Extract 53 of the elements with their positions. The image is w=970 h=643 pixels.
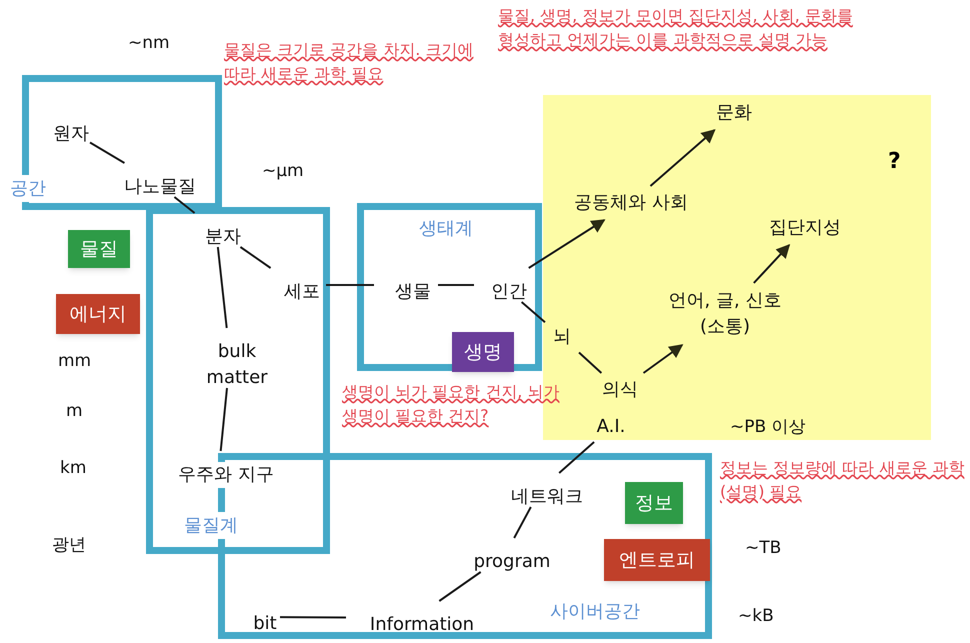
annotation-note: 생명이 뇌가 필요한 건지, 뇌가 생명이 필요한 건지?	[342, 381, 560, 427]
node-label: A.I.	[590, 414, 632, 440]
annotation-note: 정보는 정보량에 따라 새로운 과학(설명) 필요	[720, 457, 966, 503]
connector-line	[578, 352, 602, 374]
node-label: 원자	[47, 119, 95, 149]
connector-line	[220, 388, 228, 452]
connector-line	[89, 142, 125, 164]
label-badge: 에너지	[56, 294, 140, 334]
node-label: program	[460, 547, 564, 577]
connector-line	[513, 506, 532, 538]
label-badge: 생명	[452, 332, 514, 372]
frame-heading: 공간	[8, 175, 48, 202]
scale-label: ~kB	[738, 605, 775, 628]
annotation-note: 물질, 생명, 정보가 모이면 집단지성, 사회, 문화를 형성하고 언제가는 이를 과학적으로 설명 가능	[498, 5, 854, 51]
node-label: 뇌	[547, 322, 577, 352]
node-label: 네트워크	[497, 482, 597, 512]
scale-label: km	[60, 457, 88, 480]
node-label: Information	[355, 610, 489, 640]
scale-label: ~PB 이상	[730, 416, 807, 439]
label-badge: 물질	[68, 230, 130, 268]
label-badge: 정보	[625, 482, 683, 524]
label-badge: 엔트로피	[604, 539, 710, 581]
scale-label: ~µm	[262, 160, 305, 183]
node-label: bulk matter	[195, 337, 279, 393]
connector-line	[438, 284, 474, 286]
scale-label: m	[66, 400, 84, 423]
annotation-note: 물질은 크기로 공간을 차지. 크기에 따라 새로운 과학 필요	[224, 39, 474, 85]
connector-line	[174, 196, 196, 214]
frame-box	[146, 207, 330, 554]
question-mark: ?	[888, 148, 902, 176]
connector-line	[280, 616, 346, 619]
node-label: 분자	[197, 222, 249, 252]
arrow	[642, 344, 684, 374]
node-label: 언어, 글, 신호 (소통)	[655, 285, 795, 343]
connector-line	[326, 284, 374, 286]
node-label: bit	[245, 609, 285, 639]
node-label: 생물	[383, 277, 443, 307]
node-label: 나노물질	[110, 172, 210, 202]
node-label: 집단지성	[755, 213, 855, 243]
node-label: 세포	[273, 277, 331, 307]
node-label: 의식	[594, 375, 646, 405]
scale-label: mm	[58, 350, 92, 373]
scale-label: ~TB	[745, 537, 782, 560]
connector-line	[240, 246, 272, 269]
scale-label: ~nm	[128, 32, 171, 55]
node-label: 인간	[483, 277, 535, 307]
arrow	[753, 244, 790, 284]
node-label: 문화	[703, 98, 765, 128]
node-label: 공동체와 사회	[553, 188, 709, 218]
arrow	[650, 129, 716, 187]
scale-label: 광년	[52, 534, 87, 557]
connector-line	[438, 571, 482, 602]
connector-line	[216, 246, 228, 328]
